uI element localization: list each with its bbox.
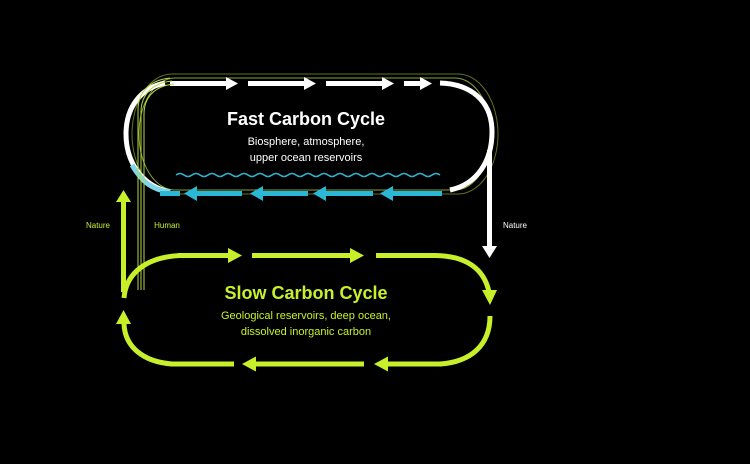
human-flow-lines xyxy=(137,77,175,290)
fast-loop-trace-lines-2 xyxy=(131,73,499,195)
slow-left-arrowhead xyxy=(116,310,131,324)
slow-right-curve-bottom xyxy=(439,315,493,367)
fast-right-curve xyxy=(439,80,495,193)
fast-top-arrows xyxy=(170,77,432,90)
slow-cycle-title: Slow Carbon Cycle xyxy=(224,283,387,303)
slow-top-arrows xyxy=(178,248,436,263)
nature-up-label: Nature xyxy=(86,221,111,230)
human-label: Human xyxy=(154,221,180,230)
ocean-wave xyxy=(175,172,441,178)
slow-right-curve-top xyxy=(435,253,492,293)
nature-down-arrow xyxy=(482,150,497,258)
fast-left-curve xyxy=(123,80,171,195)
slow-right-arrowhead xyxy=(482,290,497,305)
slow-bottom-arrows xyxy=(170,356,442,372)
slow-cycle-subtitle-line1: Geological reservoirs, deep ocean, xyxy=(221,310,391,322)
slow-left-curve-top xyxy=(121,253,181,299)
fast-cycle-subtitle-line2: upper ocean reservoirs xyxy=(250,152,363,164)
fast-bottom-ocean-arrows xyxy=(160,186,442,201)
nature-up-arrow xyxy=(116,190,131,292)
fast-cycle-title: Fast Carbon Cycle xyxy=(227,109,385,129)
slow-cycle-subtitle-line2: dissolved inorganic carbon xyxy=(241,326,371,338)
fast-cycle-loop xyxy=(123,73,499,201)
slow-cycle-loop xyxy=(116,248,497,372)
fast-cycle-subtitle-line1: Biosphere, atmosphere, xyxy=(248,136,365,148)
slow-left-curve-bottom xyxy=(121,321,173,367)
nature-down-label: Nature xyxy=(503,221,528,230)
